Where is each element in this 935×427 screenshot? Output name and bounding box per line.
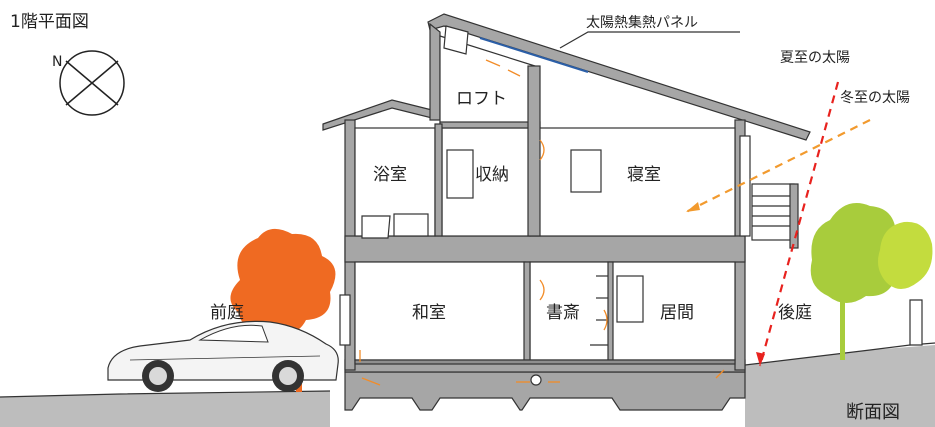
room-label-japanese-room: 和室 bbox=[412, 303, 446, 323]
summer-sun-arrow-icon bbox=[756, 352, 765, 366]
compass-north-label: N bbox=[52, 54, 62, 70]
section-label: 断面図 bbox=[846, 402, 900, 423]
ground bbox=[0, 299, 935, 427]
panel-leader bbox=[559, 31, 740, 49]
back-tree-icon bbox=[810, 203, 933, 360]
foundation bbox=[344, 359, 746, 411]
room-label-storage: 収納 bbox=[475, 165, 509, 185]
balcony bbox=[751, 183, 799, 249]
winter-sun-label: 冬至の太陽 bbox=[840, 90, 910, 106]
front-yard-label: 前庭 bbox=[210, 303, 244, 323]
winter-sun-ray bbox=[685, 119, 871, 213]
room-label-loft: ロフト bbox=[456, 89, 507, 109]
car-icon bbox=[107, 320, 339, 392]
solar-panel-label: 太陽熱集熱パネル bbox=[586, 14, 698, 31]
back-yard-label: 後庭 bbox=[778, 303, 812, 323]
room-label-study: 書斎 bbox=[546, 303, 580, 323]
winter-sun-arrow-icon bbox=[686, 202, 700, 212]
plan-title: 1階平面図 bbox=[10, 12, 89, 32]
room-label-living: 居間 bbox=[660, 303, 694, 323]
summer-sun-ray bbox=[758, 81, 840, 367]
compass-icon: N bbox=[52, 50, 125, 116]
airflow-arrows bbox=[359, 59, 725, 386]
solar-panel bbox=[479, 37, 589, 73]
summer-sun-label: 夏至の太陽 bbox=[780, 50, 850, 66]
house bbox=[322, 13, 811, 386]
room-label-bedroom: 寝室 bbox=[627, 164, 661, 185]
room-label-bath: 浴室 bbox=[373, 165, 407, 185]
